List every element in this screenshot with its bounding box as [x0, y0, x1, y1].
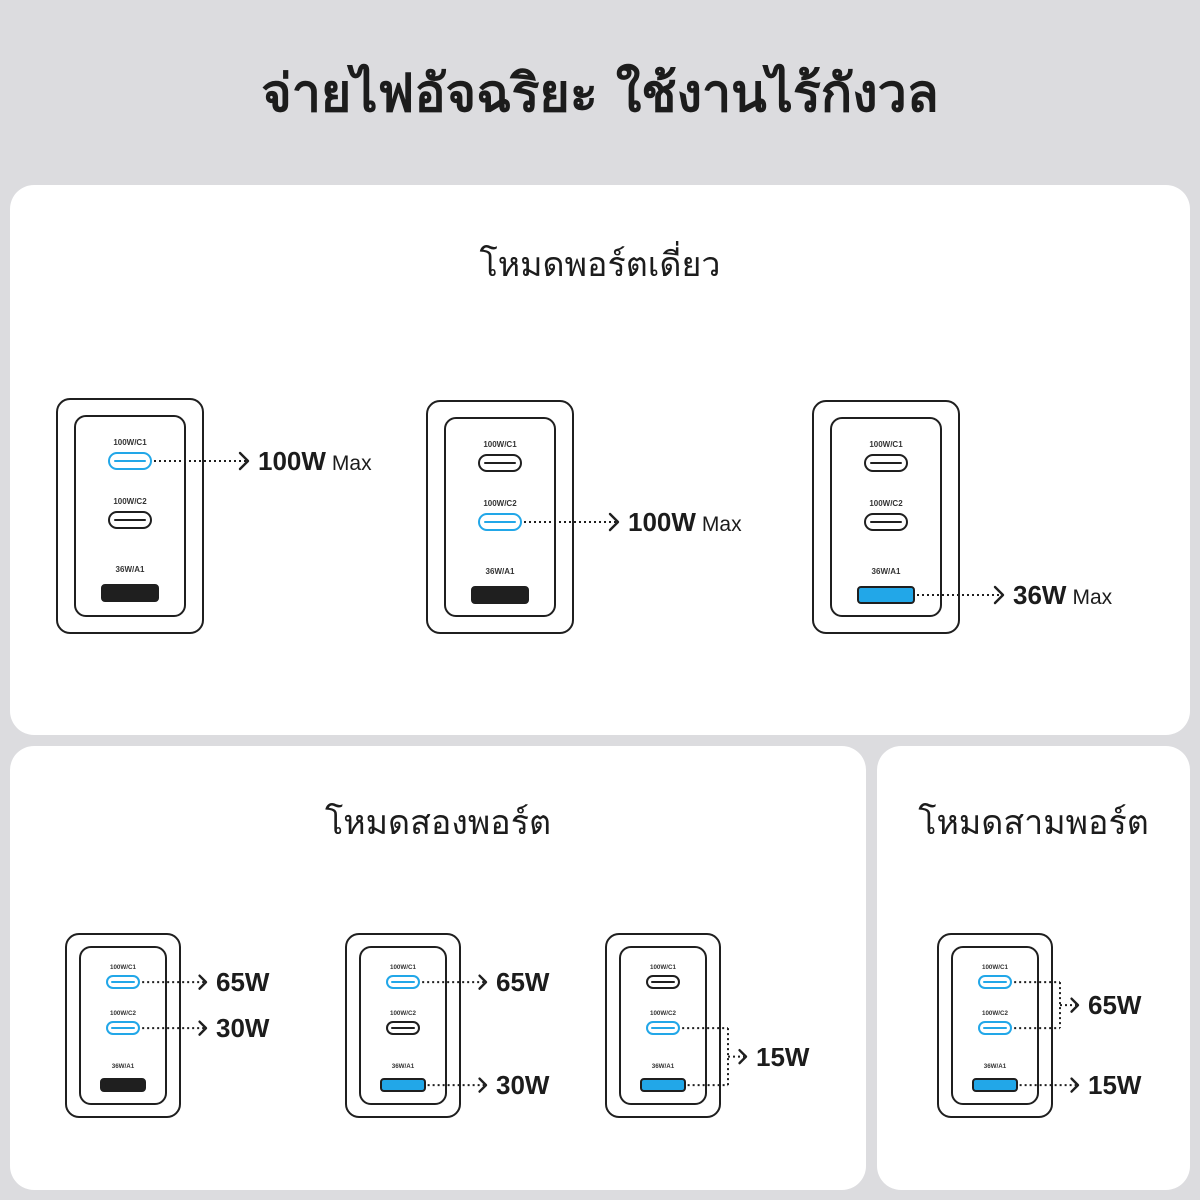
usb-c-port	[478, 513, 522, 531]
usb-c-port	[385, 1021, 421, 1036]
wattage-value: 65W	[1088, 990, 1142, 1021]
port-label-c1: 100W/C1	[110, 964, 136, 972]
port-label-a1: 36W/A1	[871, 567, 901, 576]
arrow-chevron	[478, 974, 488, 990]
port-label-a1: 36W/A1	[391, 1063, 415, 1071]
usb-c-port	[478, 454, 522, 472]
usb-a-port	[857, 586, 915, 604]
usb-c-port	[385, 975, 421, 990]
port-label-c1: 100W/C1	[483, 440, 517, 449]
usb-a-port	[471, 586, 529, 604]
page-title: จ่ายไฟอัจฉริยะ ใช้งานไร้กังวล	[261, 64, 939, 124]
port-label-c2: 100W/C2	[650, 1010, 676, 1018]
wattage-value: 15W	[756, 1041, 810, 1072]
triple-mode-title: โหมดสามพอร์ต	[918, 803, 1149, 843]
usb-a-port	[972, 1078, 1018, 1093]
arrow-chevron	[478, 1077, 488, 1093]
wattage-value: 15W	[1088, 1070, 1142, 1101]
charger-face	[830, 417, 942, 617]
port-label-c1: 100W/C1	[869, 440, 903, 449]
port-label-c2: 100W/C2	[982, 1010, 1008, 1018]
usb-c-port	[108, 511, 152, 529]
output-wattage: 65W	[1088, 990, 1141, 1020]
usb-c-port	[645, 1021, 681, 1036]
usb-c-port	[105, 975, 141, 990]
arrow-chevron	[1070, 997, 1080, 1013]
wattage-max-suffix: Max	[701, 513, 742, 536]
arrow-chevron	[238, 451, 250, 471]
wattage-value: 100W	[258, 446, 326, 476]
wattage-value: 100W	[628, 507, 696, 537]
arrow-chevron	[993, 585, 1005, 605]
output-wattage: 65W	[496, 967, 549, 997]
wattage-value: 65W	[496, 967, 550, 998]
port-label-c2: 100W/C2	[110, 1010, 136, 1018]
port-label-a1: 36W/A1	[651, 1063, 675, 1071]
port-label-a1: 36W/A1	[111, 1063, 135, 1071]
usb-c-port	[977, 975, 1013, 990]
usb-c-port	[105, 1021, 141, 1036]
usb-c-port	[864, 454, 908, 472]
output-wattage: 15W	[756, 1042, 809, 1072]
wattage-value: 30W	[496, 1070, 550, 1101]
port-label-c1: 100W/C1	[113, 438, 147, 447]
wattage-value: 65W	[216, 967, 270, 998]
usb-c-port	[977, 1021, 1013, 1036]
single-mode-title: โหมดพอร์ตเดี่ยว	[479, 245, 721, 285]
port-label-c2: 100W/C2	[483, 499, 517, 508]
output-wattage: 15W	[1088, 1070, 1141, 1100]
output-wattage: 65W	[216, 967, 269, 997]
port-label-a1: 36W/A1	[115, 565, 145, 574]
usb-c-port	[864, 513, 908, 531]
usb-a-port	[640, 1078, 686, 1093]
arrow-chevron	[608, 512, 620, 532]
port-label-c2: 100W/C2	[113, 497, 147, 506]
arrow-chevron	[738, 1048, 748, 1065]
port-label-c2: 100W/C2	[390, 1010, 416, 1018]
usb-c-port	[645, 975, 681, 990]
port-label-c2: 100W/C2	[869, 499, 903, 508]
wattage-max-suffix: Max	[331, 452, 372, 475]
usb-c-port	[108, 452, 152, 470]
arrow-chevron	[1070, 1077, 1080, 1093]
usb-a-port	[101, 584, 159, 602]
wattage-value: 36W	[1013, 580, 1067, 610]
port-label-a1: 36W/A1	[485, 567, 515, 576]
port-label-c1: 100W/C1	[982, 964, 1008, 972]
port-label-c1: 100W/C1	[390, 964, 416, 972]
arrow-chevron	[198, 974, 208, 990]
port-label-c1: 100W/C1	[650, 964, 676, 972]
port-label-a1: 36W/A1	[983, 1063, 1007, 1071]
wattage-max-suffix: Max	[1072, 586, 1113, 609]
usb-a-port	[380, 1078, 426, 1093]
output-wattage: 30W	[216, 1013, 269, 1043]
wattage-value: 30W	[216, 1013, 270, 1044]
usb-a-port	[100, 1078, 146, 1093]
output-wattage: 30W	[496, 1070, 549, 1100]
arrow-chevron	[198, 1020, 208, 1036]
dual-mode-title: โหมดสองพอร์ต	[324, 803, 552, 843]
